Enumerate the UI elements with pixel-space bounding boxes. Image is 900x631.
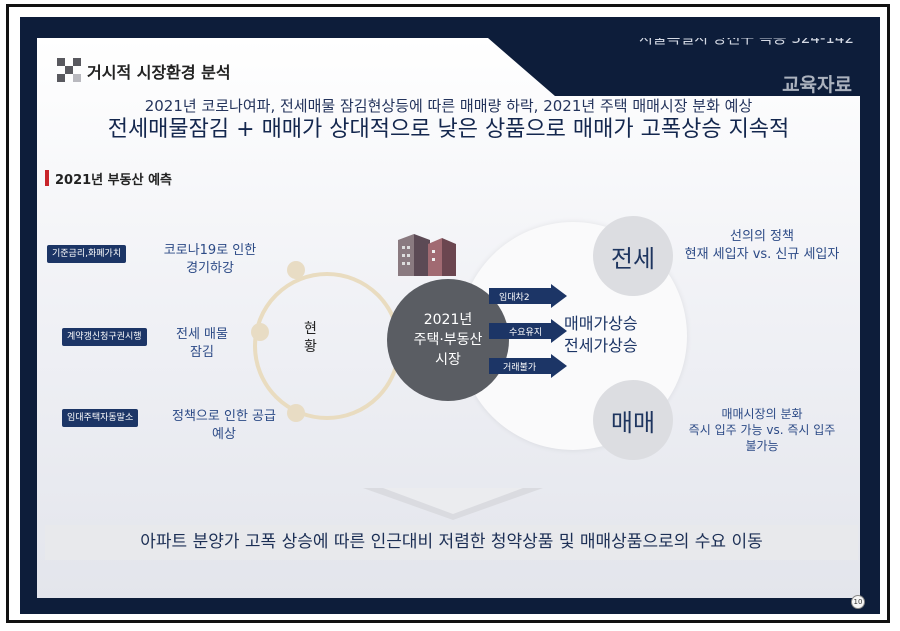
location-text: 서울특별시 양천구 목동 324-142 <box>624 38 854 48</box>
slide: 서울특별시 양천구 목동 324-142 교육자료 거시적 시장환경 분석 20… <box>37 38 860 598</box>
headline: 전세매물잠김 + 매매가 상대적으로 낮은 상품으로 매매가 고폭상승 지속적 <box>47 115 850 145</box>
arrow-lease-act-label: 임대차2 <box>499 291 530 303</box>
section-title: 거시적 시장환경 분석 <box>87 59 231 83</box>
arrow-lease-act: 임대차2 <box>489 284 569 308</box>
arrow-demand: 수요유지 <box>489 319 569 343</box>
price-rise-text: 매매가상승 전세가상승 <box>564 313 638 357</box>
jeonse-circle: 전세 <box>593 216 673 296</box>
page-number: 10 <box>851 595 865 609</box>
factor-tag-rental: 임대주택자동말소 <box>62 409 138 427</box>
arrow-no-trade-label: 거래불가 <box>503 362 536 373</box>
jeonse-desc: 선의의 정책 현재 세입자 vs. 신규 세입자 <box>677 228 847 264</box>
subtitle: 2021년 코로나여파, 전세매물 잠김현상등에 따른 매매량 하락, 2021… <box>37 95 860 116</box>
building-icon <box>392 230 462 280</box>
arrow-demand-label: 수요유지 <box>509 327 542 338</box>
forecast-marker <box>45 170 49 186</box>
conclusion-bar: 아파트 분양가 고폭 상승에 따른 인근대비 저렴한 청약상품 및 매매상품으로… <box>45 525 858 560</box>
maemae-desc: 매매시장의 분화 즉시 입주 가능 vs. 즉시 입주 불가능 <box>667 406 857 454</box>
factor-tag-contract: 계약갱신청구권시행 <box>62 328 147 346</box>
arrow-no-trade: 거래불가 <box>489 354 569 378</box>
down-chevron-icon <box>363 488 543 522</box>
material-label: 교육자료 <box>782 70 852 97</box>
maemae-circle: 매매 <box>593 380 673 460</box>
forecast-label: 2021년 부동산 예측 <box>55 169 172 188</box>
factor-tag-rate: 기준금리,화폐가치 <box>47 245 126 263</box>
company-logo-icon <box>57 58 83 84</box>
